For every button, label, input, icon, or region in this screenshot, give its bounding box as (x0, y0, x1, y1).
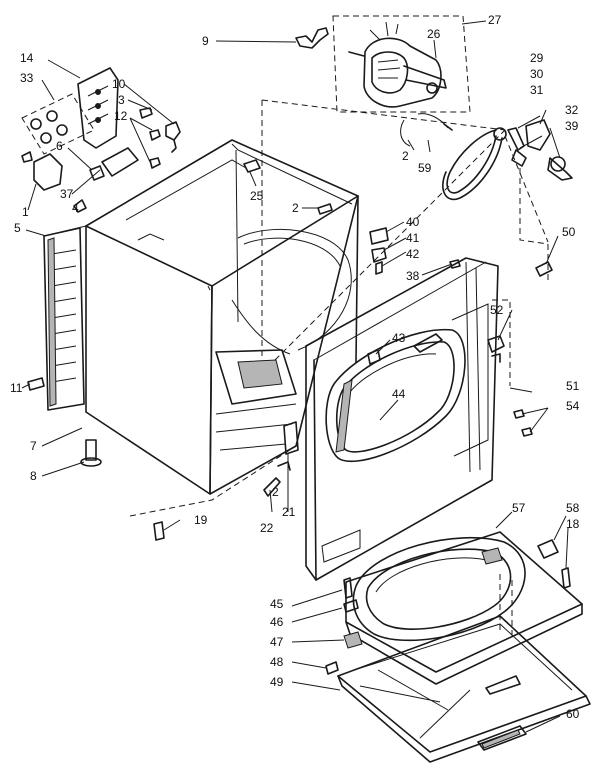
callout-58: 58 (566, 501, 580, 515)
callout-48: 48 (270, 655, 284, 669)
thermostat-group (21, 67, 181, 213)
callout-50: 50 (562, 225, 576, 239)
callout-40: 40 (406, 215, 420, 229)
callout-47: 47 (270, 635, 284, 649)
callout-31: 31 (530, 83, 544, 97)
callout-44: 44 (392, 387, 406, 401)
door-assembly (325, 531, 591, 763)
motor-assembly-group (332, 15, 471, 113)
part-9-bracket (295, 27, 329, 49)
leader-lines (21, 20, 569, 733)
callout-41: 41 (406, 231, 420, 245)
callout-39: 39 (565, 119, 579, 133)
callout-29: 29 (530, 51, 544, 65)
callout-14: 14 (20, 51, 34, 65)
callout-54: 54 (566, 399, 580, 413)
front-panel (305, 227, 553, 581)
callout-38: 38 (406, 269, 420, 283)
rear-panel-dash-lines (261, 99, 549, 361)
callout-46: 46 (270, 615, 284, 629)
callout-4: 4 (72, 201, 79, 215)
cabinet-body (27, 139, 359, 541)
callout-59: 59 (418, 161, 432, 175)
callout-45: 45 (270, 597, 284, 611)
callout-2-hinge: 2 (272, 485, 279, 499)
callout-11: 11 (10, 381, 23, 395)
callout-numbers: 9 26 27 29 30 31 32 39 2 59 14 33 10 3 1… (10, 13, 580, 721)
callout-5: 5 (14, 221, 21, 235)
callout-42: 42 (406, 247, 420, 261)
idler-pulley-group (507, 119, 573, 181)
callout-9: 9 (202, 34, 209, 48)
callout-57: 57 (512, 501, 526, 515)
callout-43: 43 (392, 331, 406, 345)
callout-12: 12 (114, 109, 128, 123)
callout-27: 27 (488, 13, 502, 27)
callout-33: 33 (20, 71, 34, 85)
callout-26: 26 (427, 27, 441, 41)
callout-18: 18 (566, 517, 580, 531)
callout-10: 10 (112, 77, 126, 91)
callout-7: 7 (30, 439, 37, 453)
callout-49: 49 (270, 675, 284, 689)
callout-2-motor: 2 (402, 149, 409, 163)
callout-8: 8 (30, 469, 37, 483)
callout-3: 3 (118, 93, 125, 107)
callout-22: 22 (260, 521, 274, 535)
callout-1: 1 (22, 205, 29, 219)
callout-51: 51 (566, 379, 580, 393)
callout-37: 37 (60, 187, 74, 201)
callout-19: 19 (194, 513, 208, 527)
callout-32: 32 (565, 103, 579, 117)
callout-21: 21 (282, 505, 296, 519)
callout-52: 52 (490, 303, 504, 317)
callout-6: 6 (56, 139, 63, 153)
callout-2-cabinet: 2 (292, 201, 299, 215)
callout-30: 30 (530, 67, 544, 81)
callout-25: 25 (250, 189, 264, 203)
callout-60: 60 (566, 707, 580, 721)
drum-belt-group (400, 113, 507, 201)
